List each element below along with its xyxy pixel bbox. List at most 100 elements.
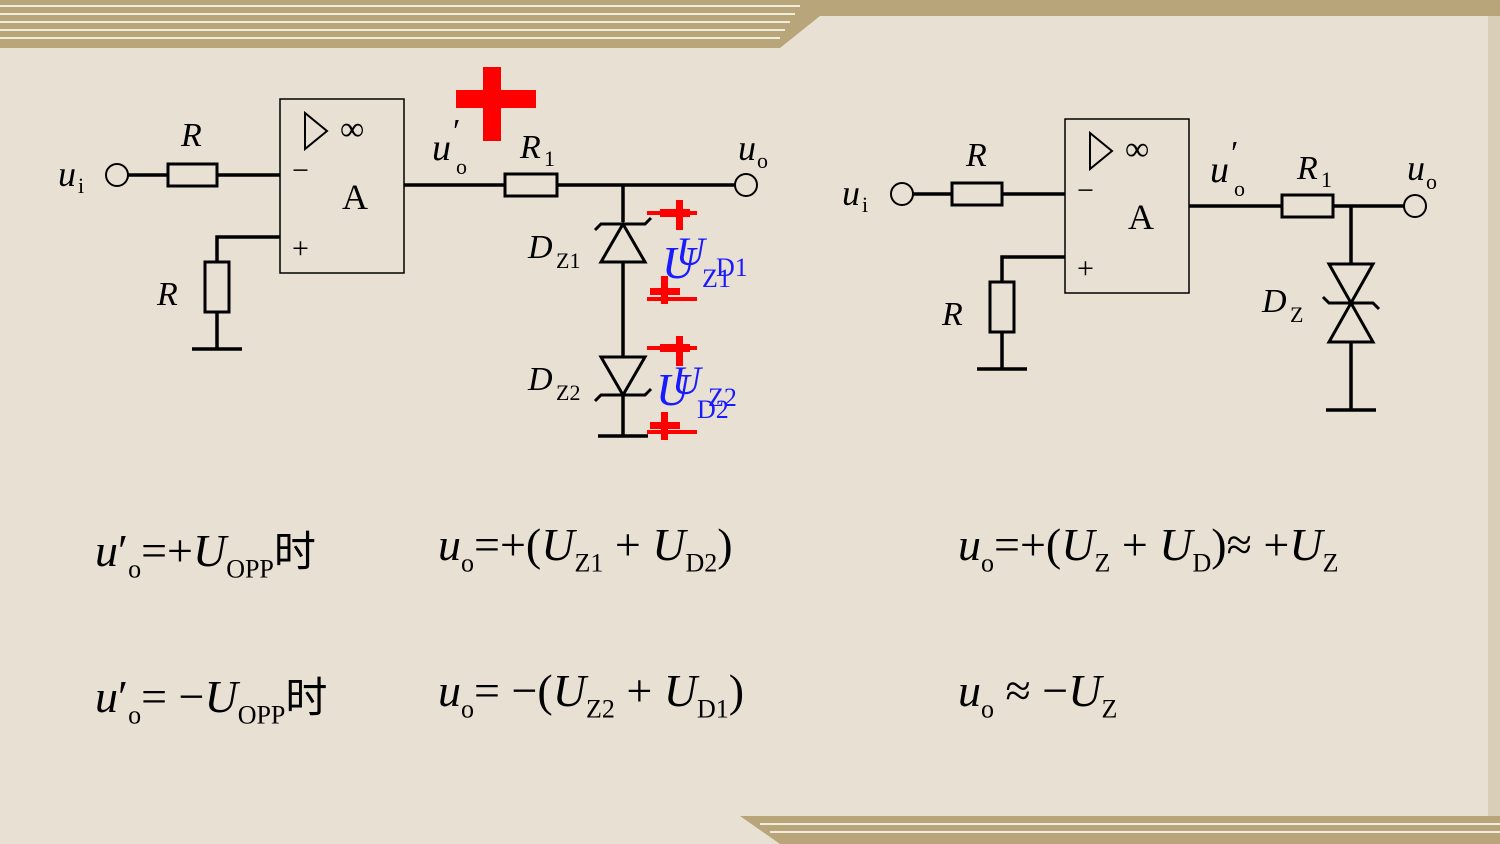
eq-r2c-suffix: 时 (285, 673, 328, 722)
right-dz-label: D (1261, 283, 1287, 320)
left-uo-prime-sub: o (456, 154, 467, 179)
blue-z1-sub: Z1 (702, 264, 731, 293)
right-r-in-label: R (965, 137, 987, 174)
blue-u-2a: U (656, 364, 692, 415)
left-output-terminal (734, 173, 758, 197)
eq-r1r-U3sub: Z (1322, 548, 1339, 578)
right-r1-resistor (1280, 193, 1335, 219)
eq-r2c-prime: ′ (118, 671, 129, 722)
eq-r1r-U2: U (1159, 519, 1193, 570)
left-circuit: ∞ A − + u i R R u ′ o R 1 u o D Z1 (58, 67, 768, 440)
eq-r2c-u: u (95, 671, 118, 722)
left-input-label: u (58, 154, 76, 194)
eq-r1r-U2sub: D (1192, 548, 1212, 578)
eq-r1r-close: ) (1211, 519, 1227, 570)
right-input-sub: i (862, 192, 868, 217)
left-r1-sub: 1 (544, 146, 555, 171)
eq-r1c-suffix: 时 (273, 527, 316, 576)
eq-row1-right: uo=+(UZ + UD)≈ +UZ (958, 518, 1338, 579)
left-r-gnd-label: R (156, 276, 178, 313)
left-dz2-label: D (527, 361, 553, 398)
left-opamp-letter: A (342, 177, 368, 217)
eq-r1l-U2sub: D2 (685, 548, 718, 578)
eq-row2-condition: u′o= −UOPP时 (95, 664, 327, 731)
left-r1-resistor (503, 172, 559, 198)
eq-r2l-U1: U (552, 665, 586, 716)
right-edge-stripe (1488, 16, 1500, 816)
left-r1-label: R (519, 129, 541, 166)
right-dz-sub: Z (1290, 302, 1303, 327)
right-minus-sign: − (1077, 174, 1094, 207)
eq-row1-condition: u′o=+UOPP时 (95, 518, 316, 585)
eq-r1l-U2: U (652, 519, 686, 570)
left-dz1-sub: Z1 (556, 248, 580, 273)
left-minus-sign: − (292, 154, 309, 187)
blue-d2-sub: D2 (697, 395, 729, 424)
right-r-gnd-resistor (988, 280, 1016, 334)
eq-row2-right: uo ≈ −UZ (958, 664, 1117, 725)
eq-r1r-U3: U (1289, 519, 1323, 570)
blue-u-1b: U (676, 229, 708, 274)
left-output-sub: o (757, 148, 768, 173)
eq-r1l-rel: =+( (474, 519, 542, 570)
right-opamp-triangle-icon (1089, 130, 1114, 172)
left-dz2-sub: Z2 (556, 380, 580, 405)
blue-u-2b: U (672, 358, 704, 403)
right-r1-sub: 1 (1321, 167, 1332, 192)
eq-r1c-U: U (192, 525, 227, 576)
right-r-gnd-label: R (941, 296, 963, 333)
right-uo-prime-label: u (1210, 149, 1229, 191)
blue-z2-sub: Z2 (708, 383, 737, 412)
red-polarity-marks (456, 67, 697, 440)
right-output-label: u (1407, 148, 1425, 188)
eq-r2r-rel: ≈ − (994, 665, 1069, 716)
eq-r1c-u: u (95, 525, 118, 576)
eq-r1l-u: u (438, 519, 461, 570)
eq-r1c-rel: =+ (141, 525, 193, 576)
eq-r1r-rel: =+( (994, 519, 1062, 570)
left-r-in-resistor (166, 162, 219, 188)
eq-row2-left: uo= −(UZ2 + UD1) (438, 664, 744, 725)
left-dz2-diode-icon (598, 355, 648, 398)
right-r-in-resistor (950, 181, 1004, 207)
eq-r1l-U1sub: Z1 (574, 548, 604, 578)
eq-r1r-u: u (958, 519, 981, 570)
left-input-sub: i (78, 173, 84, 198)
right-uo-prime-mark: ′ (1231, 135, 1238, 172)
eq-r1r-approx: ≈ + (1226, 519, 1290, 570)
bottom-stripe (740, 816, 1500, 844)
eq-r1r-plus: + (1110, 519, 1160, 570)
left-opamp-triangle-icon (304, 110, 329, 152)
eq-r2l-U1sub: Z2 (585, 694, 615, 724)
eq-r2c-rel: = − (141, 671, 205, 722)
top-stripe (0, 0, 1500, 48)
eq-r2l-rel: = −( (474, 665, 553, 716)
right-output-sub: o (1426, 169, 1437, 194)
eq-r2c-Usub: OPP (237, 700, 286, 730)
eq-r2l-u: u (438, 665, 461, 716)
left-opamp-infinity: ∞ (340, 111, 364, 148)
right-plus-sign: + (1077, 252, 1094, 285)
right-uo-prime-sub: o (1234, 176, 1245, 201)
eq-row1-left: uo=+(UZ1 + UD2) (438, 518, 733, 579)
eq-r2r-u: u (958, 665, 981, 716)
left-r-gnd-resistor (203, 260, 231, 314)
right-dz-diode-bottom-icon (1326, 299, 1376, 344)
left-plus-sign: + (292, 232, 309, 265)
eq-r1c-Usub: OPP (226, 554, 274, 584)
eq-r2r-U: U (1068, 665, 1102, 716)
eq-r2c-sub: o (128, 700, 142, 730)
eq-r1l-U1: U (541, 519, 575, 570)
eq-r2r-sub: o (981, 694, 994, 724)
eq-r1l-sub: o (461, 548, 474, 578)
left-uo-prime-mark: ′ (453, 113, 460, 150)
blue-d1-sub: D1 (716, 253, 748, 282)
eq-r2l-sub: o (461, 694, 474, 724)
eq-r2l-U2: U (663, 665, 698, 716)
big-red-plus-v (483, 67, 501, 141)
eq-r1l-plus: + (603, 519, 653, 570)
right-output-terminal (1403, 194, 1427, 218)
eq-r2l-close: ) (728, 665, 745, 716)
right-dz-diode-top-icon (1326, 262, 1376, 307)
left-dz1-label: D (527, 229, 553, 266)
